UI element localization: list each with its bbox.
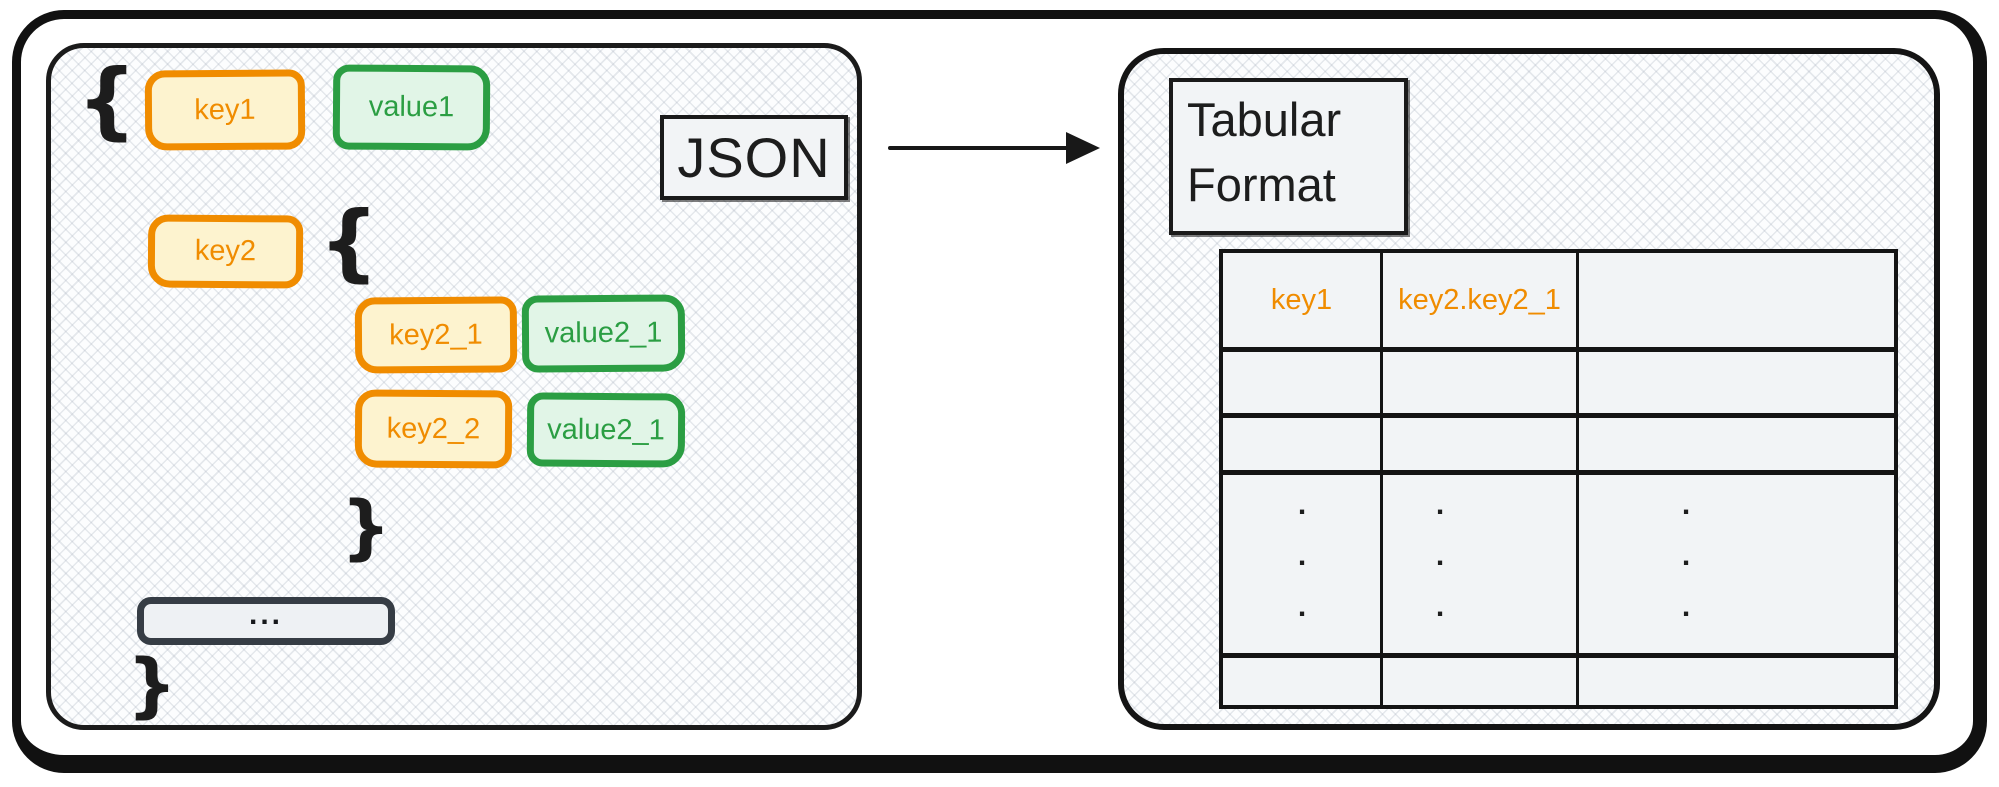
ellipsis-chip: ...: [137, 597, 395, 645]
table-cell: [1223, 352, 1383, 418]
vertical-ellipsis: ...: [1423, 487, 1457, 641]
key-chip-key2-1: key2_1: [354, 296, 518, 374]
key-chip-key1: key1: [144, 69, 306, 151]
table-cell: [1383, 352, 1579, 418]
root-open-brace: {: [77, 51, 137, 149]
vertical-ellipsis: ...: [1285, 487, 1319, 641]
table-cell: [1223, 418, 1383, 475]
table-cell: [1579, 418, 1894, 475]
table-cell-dots: ...: [1579, 475, 1894, 658]
arrow-head-icon: [1066, 132, 1100, 164]
table-cell: [1579, 658, 1894, 705]
root-close-brace: }: [127, 644, 177, 726]
value-chip-value2-1-b: value2_1: [526, 392, 686, 468]
arrow-shaft: [888, 146, 1070, 150]
table-header-empty: [1579, 253, 1894, 352]
table-cell: [1223, 658, 1383, 705]
key-chip-key2-2: key2_2: [354, 389, 513, 469]
table-cell: [1383, 658, 1579, 705]
table-header-key1: key1: [1223, 253, 1383, 352]
ellipsis-label: ...: [248, 598, 283, 631]
nested-close-brace: }: [341, 486, 391, 568]
key-chip-key2: key2: [147, 214, 304, 289]
json-label-box: JSON: [660, 115, 848, 200]
table-panel: Tabular Format key1 key2.key2_1 ... ... …: [1118, 48, 1940, 730]
table-cell: [1579, 352, 1894, 418]
vertical-ellipsis: ...: [1669, 487, 1703, 641]
table-cell-dots: ...: [1223, 475, 1383, 658]
table-cell: [1383, 418, 1579, 475]
data-table: key1 key2.key2_1 ... ... ...: [1219, 249, 1898, 709]
nested-open-brace: {: [319, 193, 379, 291]
tabular-format-label-box: Tabular Format: [1169, 78, 1408, 235]
table-header-key2-key2-1: key2.key2_1: [1383, 253, 1579, 352]
json-panel: { key1 value1 JSON key2 { key2_1 value2_…: [46, 43, 862, 730]
value-chip-value1: value1: [332, 64, 491, 151]
flow-arrow: [888, 130, 1100, 166]
value-chip-value2-1-a: value2_1: [521, 294, 686, 373]
table-cell-dots: ...: [1383, 475, 1579, 658]
